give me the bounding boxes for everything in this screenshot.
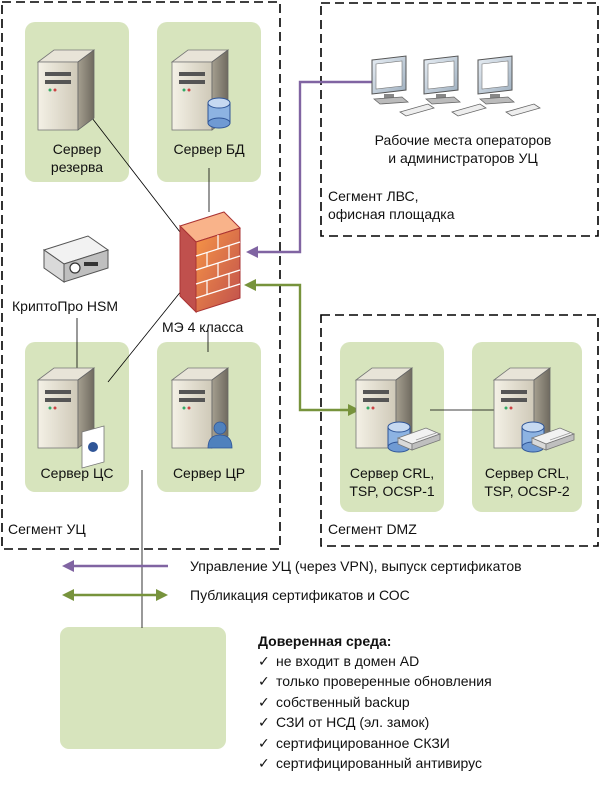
segment-uc-label: Сегмент УЦ bbox=[8, 521, 86, 537]
segment-dmz-frame bbox=[320, 314, 599, 547]
legend-management-label: Управление УЦ (через VPN), выпуск сертиф… bbox=[190, 558, 522, 574]
trusted-env-item: только проверенные обновления bbox=[258, 672, 492, 693]
management-arrow-head bbox=[246, 246, 258, 258]
workstation-icon bbox=[423, 55, 487, 117]
trusted-env-box bbox=[60, 627, 226, 749]
trusted-env-title: Доверенная среда: bbox=[258, 633, 392, 649]
publication-arrow bbox=[252, 283, 350, 412]
server-crl1-label: Сервер CRL, TSP, OCSP-1 bbox=[349, 465, 435, 499]
workstations-label: Рабочие места операторов и администратор… bbox=[374, 132, 552, 166]
hsm-label: КриптоПро HSM bbox=[12, 298, 119, 314]
trusted-env-item: не входит в домен AD bbox=[258, 652, 492, 673]
trusted-env-item: СЗИ от НСД (эл. замок) bbox=[258, 713, 492, 734]
server-reserve-icon bbox=[37, 49, 95, 131]
user-icon bbox=[207, 421, 233, 449]
link-reserve-firewall bbox=[91, 117, 181, 233]
workstation-icon bbox=[477, 55, 541, 117]
segment-lan-frame bbox=[320, 2, 599, 237]
management-arrow bbox=[256, 80, 372, 254]
segment-lan-label: Сегмент ЛВС, офисная площадка bbox=[328, 188, 455, 222]
server-db-label: Сервер БД bbox=[173, 141, 245, 157]
server-ra-label: Сервер ЦР bbox=[172, 465, 246, 481]
server-ca-label: Сервер ЦС bbox=[40, 465, 114, 481]
trusted-env-list: Доверенная среда: не входит в домен AD т… bbox=[258, 632, 492, 775]
trusted-env-item: собственный backup bbox=[258, 693, 492, 714]
legend-publication-label: Публикация сертификатов и СОС bbox=[190, 587, 410, 603]
link-ca-firewall bbox=[107, 289, 183, 383]
server-reserve-label: Сервер резерва bbox=[50, 141, 104, 175]
publication-arrow-head-firewall bbox=[244, 279, 256, 291]
certificate-icon bbox=[81, 425, 105, 469]
legend-publication-arrow bbox=[62, 589, 168, 601]
segment-uc-frame bbox=[1, 1, 281, 550]
database-icon bbox=[207, 97, 231, 129]
firewall-icon bbox=[179, 211, 241, 314]
trusted-env-item: сертифицированный антивирус bbox=[258, 754, 492, 775]
trusted-env-item: сертифицированное СКЗИ bbox=[258, 734, 492, 755]
server-crl2-label: Сервер CRL, TSP, OCSP-2 bbox=[484, 465, 570, 499]
publication-arrow-head-dmz bbox=[348, 404, 360, 416]
hsm-device-icon bbox=[42, 235, 110, 283]
firewall-label: МЭ 4 класса bbox=[162, 319, 244, 335]
legend-management-arrow bbox=[62, 560, 168, 572]
segment-dmz-label: Сегмент DMZ bbox=[328, 521, 417, 537]
